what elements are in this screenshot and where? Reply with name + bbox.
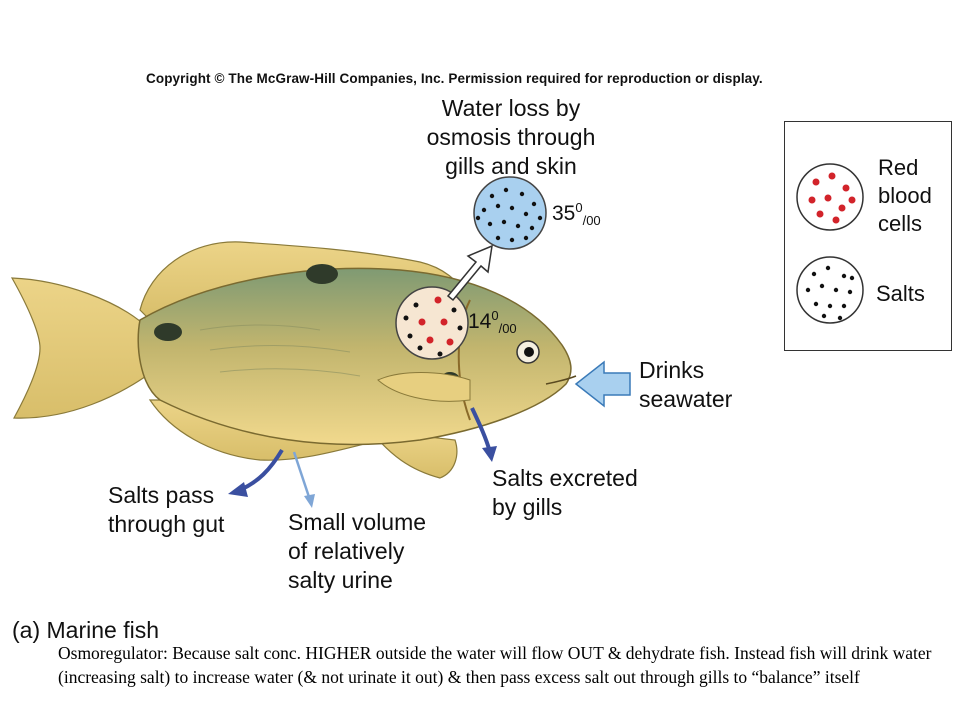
body-spot <box>306 264 338 284</box>
legend-salts-dots <box>805 265 855 321</box>
blood-sample-dots <box>403 296 463 357</box>
explanation-text: Osmoregulator: Because salt conc. HIGHER… <box>58 643 932 687</box>
copyright-notice: Copyright © The McGraw-Hill Companies, I… <box>146 71 763 86</box>
tail-fin <box>10 277 153 419</box>
salts-gut-label: Salts pass through gut <box>108 482 225 537</box>
blood-concentration: 140/00 <box>468 308 517 337</box>
legend-red-cells-label: Red blood cells <box>878 155 932 236</box>
salts-excreted-label: Salts excreted by gills <box>492 465 638 520</box>
drinks-seawater-arrow <box>574 360 631 408</box>
seawater-sample-circle <box>473 176 547 250</box>
urine-arrow <box>292 451 312 501</box>
legend-salts-label: Salts <box>876 281 925 306</box>
blood-sample-circle <box>395 286 469 360</box>
water-loss-label: Water loss by osmosis through gills and … <box>426 95 596 179</box>
seawater-concentration: 350/00 <box>552 200 601 229</box>
body-spot <box>154 323 182 341</box>
pectoral-fin <box>377 372 471 402</box>
seawater-sample-dots <box>475 187 543 243</box>
figure-caption-title: (a) Marine fish <box>12 617 159 643</box>
drinks-seawater-label: Drinks seawater <box>639 357 733 412</box>
fish-body <box>137 267 572 446</box>
legend-red-cells-dots <box>808 172 856 224</box>
water-loss-arrow <box>446 244 493 302</box>
urine-label: Small volume of relatively salty urine <box>288 509 427 593</box>
legend-box <box>784 121 952 351</box>
fish-mouth <box>545 375 577 385</box>
